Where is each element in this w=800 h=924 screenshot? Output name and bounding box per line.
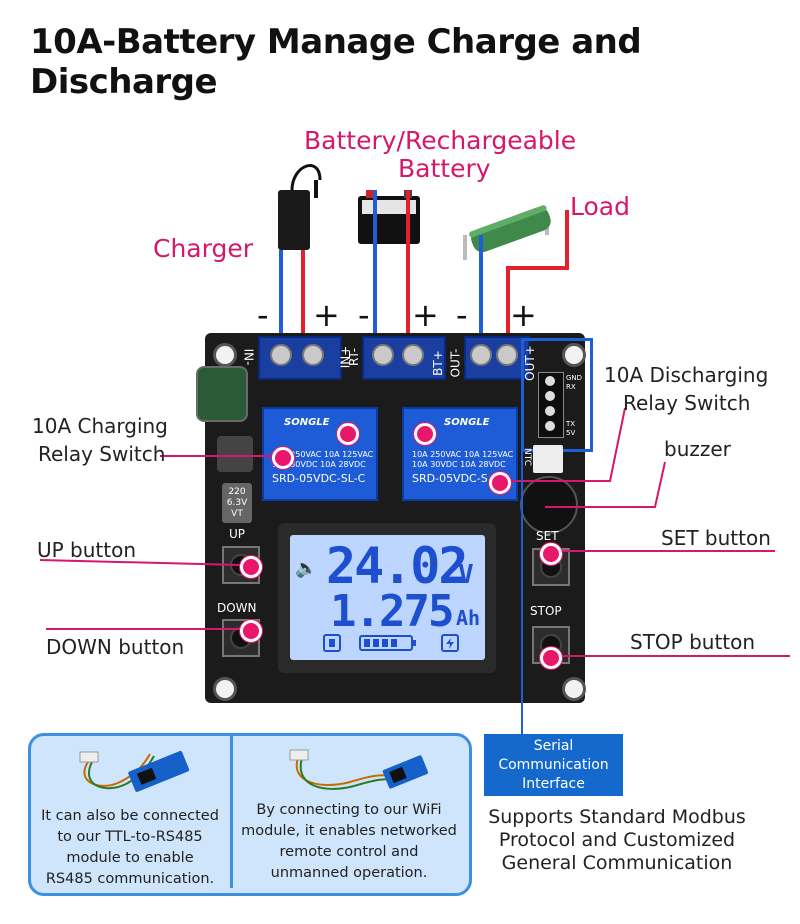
serial-interface-box: Serial Communication Interface [484, 734, 623, 796]
info-left-line3: module to enable [66, 850, 194, 866]
cap-small: 220 6.3V VT [222, 483, 252, 523]
modbus-line1: Supports Standard Modbus [488, 806, 746, 828]
callout-dot-charging-relay [272, 447, 294, 469]
page-title: 10A-Battery Manage Charge and Discharge [30, 22, 642, 102]
callout-dot-down [240, 620, 262, 642]
info-right-line2: module, it enables networked [241, 823, 457, 839]
callout-dot-up [240, 556, 262, 578]
serial-line2: Communication [498, 757, 609, 773]
mount-hole [562, 677, 586, 701]
charge-relay-label-2: Relay Switch [38, 442, 166, 466]
charge-relay-label-1: 10A Charging [32, 414, 168, 438]
load-resistor-icon [463, 205, 551, 260]
cap-label-3: VT [231, 509, 243, 519]
modbus-line3: General Communication [501, 852, 733, 874]
terminal-screw [302, 344, 324, 366]
polarity-rt-minus: - [358, 296, 370, 334]
expansion-info-box [28, 733, 472, 896]
terminal-screw [270, 344, 292, 366]
relay-model: SRD-05VDC-SL-C [272, 472, 366, 485]
info-left-line2: to our TTL-to-RS485 [57, 829, 203, 845]
charging-relay: SONGLE 10A 250VAC 10A 125VAC 10A 30VDC 1… [262, 407, 378, 501]
info-right-text: By connecting to our WiFi module, it ena… [234, 800, 464, 884]
pin-gnd: GND [566, 374, 583, 382]
info-divider [230, 736, 233, 888]
pin-rx: RX [566, 383, 576, 391]
info-left-text: It can also be connected to our TTL-to-R… [32, 806, 228, 890]
relay-brand: SONGLE [284, 417, 330, 428]
discharge-relay-label-1: 10A Discharging [604, 363, 769, 387]
info-right-line1: By connecting to our WiFi [256, 802, 442, 818]
cap-label-1: 220 [228, 487, 246, 497]
callout-dot-discharge-contact [414, 423, 436, 445]
rs485-module-image [79, 750, 190, 792]
down-button-label: DOWN button [46, 635, 185, 659]
battery-label-line1: Battery/Rechargeable [304, 126, 577, 155]
polarity-out-plus: + [510, 296, 537, 334]
electrolytic-capacitor [196, 366, 248, 422]
board-label-stop: STOP [530, 604, 562, 618]
relay-rating-1: 10A 250VAC 10A 125VAC [412, 450, 514, 459]
discharge-relay-label-2: Relay Switch [623, 391, 751, 415]
callout-dot-set [540, 543, 562, 565]
polarity-bt-plus: + [412, 296, 439, 334]
lcd-capacity: 1.275 [330, 586, 454, 637]
discharging-relay: SONGLE 10A 250VAC 10A 125VAC 10A 30VDC 1… [402, 407, 518, 501]
load-label: Load [570, 192, 630, 221]
info-right-line3: remote control and [279, 844, 419, 860]
set-button-label: SET button [661, 526, 771, 550]
battery-label-line2: Battery [398, 154, 491, 183]
info-left-line1: It can also be connected [41, 808, 219, 824]
relay-rating-2: 10A 30VDC 10A 28VDC [412, 460, 506, 469]
charger-icon [278, 164, 322, 250]
stop-button-label: STOP button [630, 630, 756, 654]
modbus-text: Supports Standard Modbus Protocol and Cu… [482, 806, 752, 875]
ntc-connector [533, 445, 563, 473]
callout-dot-stop [540, 647, 562, 669]
modbus-line2: Protocol and Customized [498, 829, 736, 851]
mount-hole [213, 677, 237, 701]
wifi-module-image [289, 749, 428, 790]
callout-dot-discharging-relay [489, 472, 511, 494]
lcd-status-row [323, 634, 459, 652]
lcd-capacity-unit: Ah [456, 606, 481, 630]
serial-line3: Interface [522, 776, 585, 792]
terminal-screw [402, 344, 424, 366]
terminal-screw [496, 344, 518, 366]
serial-pin-labels: GND RX TX 5V [566, 374, 582, 438]
speaker-icon: 🔈 [295, 558, 318, 579]
callout-dot-charge-contact [337, 423, 359, 445]
pin-tx: TX [566, 420, 576, 428]
mount-hole [213, 343, 237, 367]
charge-status-icon [441, 634, 459, 652]
buzzer-label: buzzer [664, 437, 731, 461]
info-right-line4: unmanned operation. [270, 865, 428, 881]
battery-status-icon [323, 634, 341, 652]
cap-label-2: 6.3V [226, 498, 248, 508]
serial-line1: Serial [533, 738, 574, 754]
board-label-set: SET [536, 529, 559, 543]
charger-label: Charger [153, 234, 253, 263]
terminal-screw [372, 344, 394, 366]
pin-5v: 5V [566, 429, 576, 437]
relay-model: SRD-05VDC-S [412, 472, 488, 485]
board-label-up: UP [229, 527, 246, 541]
terminal-screw [470, 344, 492, 366]
polarity-in-plus: + [313, 296, 340, 334]
lcd-voltage-unit: V [458, 560, 474, 590]
relay-rating-1: 10A 250VAC 10A 125VAC [272, 450, 374, 459]
info-left-line4: RS485 communication. [45, 871, 215, 887]
up-button-label: UP button [37, 538, 137, 562]
mount-hole [562, 343, 586, 367]
inductor [217, 436, 253, 472]
relay-brand: SONGLE [444, 417, 490, 428]
polarity-out-minus: - [456, 296, 468, 334]
serial-pin-header [538, 372, 564, 438]
relay-rating-2: 10A 30VDC 10A 28VDC [272, 460, 366, 469]
lcd-voltage: 24.02 [326, 537, 469, 595]
board-label-down: DOWN [217, 601, 257, 615]
polarity-in-minus: - [257, 296, 269, 334]
